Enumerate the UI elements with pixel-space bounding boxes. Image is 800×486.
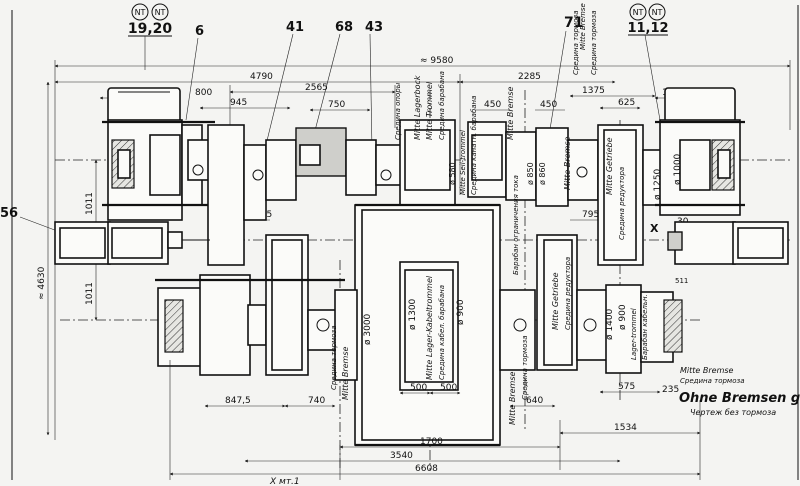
label-lager-trommel: Lager-trommel: [630, 308, 638, 360]
main-drum: [354, 203, 501, 447]
label-mitte-trommel: Mitte Trommel: [425, 81, 434, 140]
gearbox-lower-left: [155, 234, 358, 381]
dim-1011a: 1011: [85, 192, 95, 215]
dim-1375: 1375: [582, 86, 605, 96]
dim-575: 575: [618, 382, 635, 392]
dia-3000: ø 3000: [363, 313, 373, 345]
label-chertezh: Чертеж без тормоза: [690, 408, 776, 417]
label-x-mark: X: [650, 222, 659, 235]
label-mitte-getriebe-mid: Mitte Getriebe: [551, 272, 560, 330]
dim-740: 740: [308, 396, 325, 406]
dim-1534: 1534: [614, 423, 637, 433]
label-sredina-tormoza-top2: Средина тормоза: [590, 11, 598, 76]
label-sredina-tormoza-bot: Средина тормоза: [521, 336, 529, 401]
dim-2285: 2285: [518, 72, 541, 82]
dim-9580: ≈ 9580: [420, 56, 454, 66]
dia-1250: ø 1250: [653, 168, 663, 200]
balloon-right-b: NT: [652, 8, 663, 17]
label-mitte-bremse-top2: Mitte Bremse: [563, 136, 572, 190]
dia-860: ø 860: [538, 162, 547, 185]
label-mitte-bremse-bot: Mitte Bremse: [508, 371, 517, 425]
label-mitte-bremse-top: Mitte Bremse: [506, 86, 515, 140]
label-sredina-opory: Средина опоры: [394, 82, 402, 140]
dim-800: 800: [195, 88, 212, 98]
dim-2565: 2565: [305, 83, 328, 93]
motor-right: [655, 87, 789, 265]
dia-1300: ø 1300: [408, 298, 418, 330]
dia-1000: ø 1000: [673, 153, 683, 185]
x-axis-label: X мт.1: [269, 477, 300, 486]
coupling-left-top: [187, 119, 456, 266]
dia-900b: ø 900: [618, 304, 628, 330]
gearbox-right-center: [467, 121, 683, 374]
dim-235b: 235: [662, 385, 679, 395]
label-mitte-lagerbock: Mitte Lagerbock: [413, 75, 422, 140]
label-ohne-bremsen: Ohne Bremsen ge: [679, 391, 800, 406]
dim-795b: 795: [582, 210, 599, 220]
dia-850: ø 850: [526, 162, 535, 185]
dim-500b: 500: [440, 383, 457, 393]
dim-450b: 450: [540, 100, 557, 110]
dim-6608: 6608: [415, 464, 438, 474]
dim-847: 847,5: [225, 396, 251, 406]
dim-4790: 4790: [250, 72, 273, 82]
balloon-right: NT NT 11,12: [627, 3, 669, 121]
label-mitte-bremse-rtl: Mitte Bremse: [579, 3, 587, 50]
dim-625: 625: [618, 98, 635, 108]
callout-6: 6: [195, 24, 204, 39]
motor-top-left: [102, 87, 215, 221]
dim-500a: 500: [410, 383, 427, 393]
dim-640: 640: [526, 396, 543, 406]
balloon-left-a: NT: [135, 8, 146, 17]
label-mitte-getriebe-top: Mitte Getriebe: [605, 137, 614, 195]
dia-900a: ø 900: [456, 299, 466, 325]
balloon-left-b: NT: [155, 8, 166, 17]
balloon-right-ref: 11,12: [627, 21, 668, 36]
dim-1700: 1700: [420, 437, 443, 447]
callout-56: 56: [0, 206, 18, 221]
dim-750: 750: [328, 100, 345, 110]
label-baraban-ogr: Барабан ограничения тока: [512, 175, 520, 275]
label-sredina-barabana: Средина барабана: [438, 71, 446, 140]
label-sredina-tormoza-bl: Средина тормоза: [330, 326, 338, 391]
dim-3540: 3540: [390, 451, 413, 461]
dim-4630: ≈ 4630: [37, 266, 47, 300]
label-sredina-kanatn: Средина канатн. барабана: [470, 96, 478, 195]
label-sredina-tormoza-rb: Средина тормоза: [680, 377, 745, 385]
label-sredina-reduktora-top: Средина редуктора: [618, 167, 626, 240]
label-sredina-tormoza-top: Средина тормоза: [572, 11, 580, 76]
label-mitte-lager-kabel: Mitte Lager-Kabeltrommel: [425, 275, 434, 380]
callout-71: 71: [564, 15, 583, 31]
diameter-labels: ø 3000 ø 1300 ø 900 ø 1400 ø 900 ø 1250 …: [363, 153, 683, 345]
label-mitte-seiltrommel: Mitte Seil-trommel: [459, 130, 467, 195]
label-mitte-bremse-bl: Mitte Bremse: [341, 346, 350, 400]
balloon-left-ref: 19,20: [128, 21, 173, 37]
balloon-left: NT NT 19,20: [128, 3, 173, 70]
rotated-labels: Mitte Lagerbock Mitte Trommel Средина оп…: [330, 11, 649, 426]
label-sredina-reduktora-mid: Средина редуктора: [564, 257, 572, 330]
balloon-right-a: NT: [633, 8, 644, 17]
dia-580: ø 580: [448, 162, 457, 185]
dim-1011b: 1011: [85, 282, 95, 305]
dim-450a: 450: [484, 100, 501, 110]
callout-41: 41: [286, 20, 304, 35]
dim-511: 511: [675, 277, 688, 285]
dim-945: 945: [230, 98, 247, 108]
notes-bottom-right: Mitte Bremse Средина тормоза Ohne Bremse…: [579, 3, 800, 417]
label-baraban-kabel: Барабан кабельн.: [641, 294, 649, 360]
callout-43: 43: [365, 20, 383, 35]
bottom-dimensions: 847,5 740 500 500 640 575 235 1534 1700 …: [169, 360, 701, 486]
label-sredina-kabel: Средина кабел. барабана: [438, 285, 446, 380]
motor-56: [54, 221, 210, 265]
label-mitte-bremse-rb: Mitte Bremse: [680, 366, 734, 375]
frame-lines: [11, 5, 799, 480]
dia-1400: ø 1400: [605, 308, 615, 340]
callout-68: 68: [335, 20, 353, 35]
